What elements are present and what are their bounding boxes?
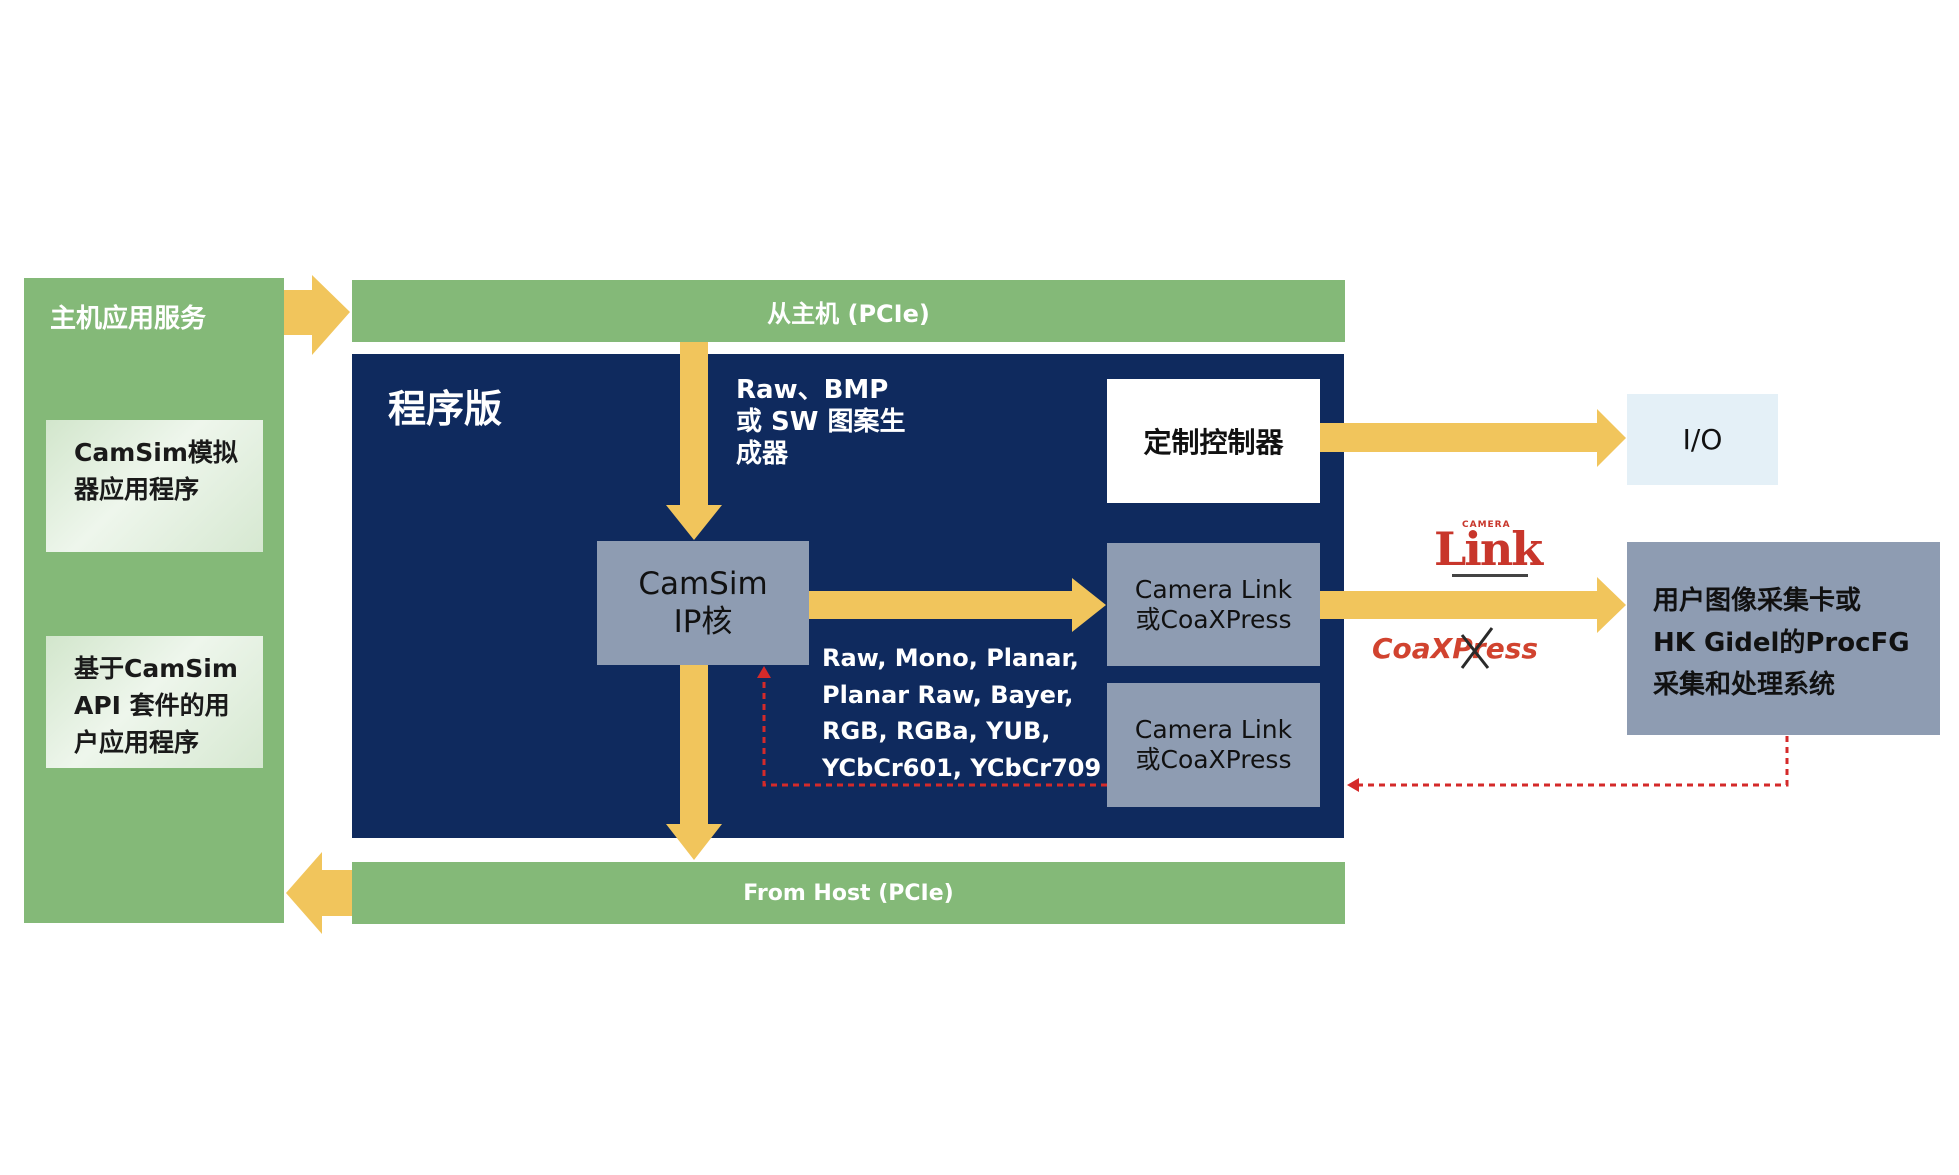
host-app-panel bbox=[24, 278, 284, 923]
port-feedback-arrowhead bbox=[757, 666, 771, 678]
camera-link-logo-text: Link bbox=[1434, 522, 1543, 576]
io-box: I/O bbox=[1627, 394, 1778, 485]
host-to-top-bar-arrow bbox=[284, 275, 350, 355]
board-title: 程序版 bbox=[388, 387, 503, 431]
port-to-grabber-arrow bbox=[1320, 577, 1626, 633]
camsim-ip-core-box: CamSim IP核 bbox=[597, 541, 809, 665]
pixel-formats-label: Raw, Mono, Planar, Planar Raw, Bayer, RG… bbox=[822, 644, 1102, 782]
frame-grabber-box: 用户图像采集卡或 HK Gidel的ProcFG 采集和处理系统 bbox=[1627, 542, 1940, 735]
custom-controller-box: 定制控制器 bbox=[1107, 379, 1320, 503]
grabber-return-dotted-line bbox=[1357, 736, 1789, 787]
ip-core-to-bottom-bar-arrow bbox=[666, 665, 722, 860]
camera-link-logo: CAMERA Link bbox=[1428, 518, 1548, 582]
controller-to-io-arrow bbox=[1320, 409, 1626, 467]
grabber-return-arrowhead bbox=[1347, 778, 1359, 792]
from-host-top-bar: 从主机 (PCIe) bbox=[352, 280, 1345, 342]
coaxpress-logo: CoaXPress bbox=[1372, 632, 1539, 665]
camsim-simulator-app-card: CamSim模拟 器应用程序 bbox=[46, 420, 263, 552]
port-feedback-dotted-line bbox=[762, 676, 1107, 787]
camera-link-logo-small-text: CAMERA bbox=[1462, 520, 1511, 530]
camera-link-logo-underline bbox=[1452, 574, 1528, 577]
bottom-bar-to-host-arrow bbox=[286, 852, 352, 934]
pattern-generator-label: Raw、BMP 或 SW 图案生 成器 bbox=[736, 375, 906, 469]
coaxpress-x-accent bbox=[1460, 627, 1494, 669]
ip-core-to-port-arrow bbox=[809, 578, 1106, 632]
camsim-api-user-app-card: 基于CamSim API 套件的用 户应用程序 bbox=[46, 636, 263, 768]
camera-link-port-1: Camera Link 或CoaXPress bbox=[1107, 543, 1320, 666]
camera-link-port-2: Camera Link 或CoaXPress bbox=[1107, 683, 1320, 807]
from-host-bottom-bar: From Host (PCIe) bbox=[352, 862, 1345, 924]
pcie-to-ip-core-arrow bbox=[666, 342, 722, 540]
host-app-title: 主机应用服务 bbox=[50, 304, 207, 334]
